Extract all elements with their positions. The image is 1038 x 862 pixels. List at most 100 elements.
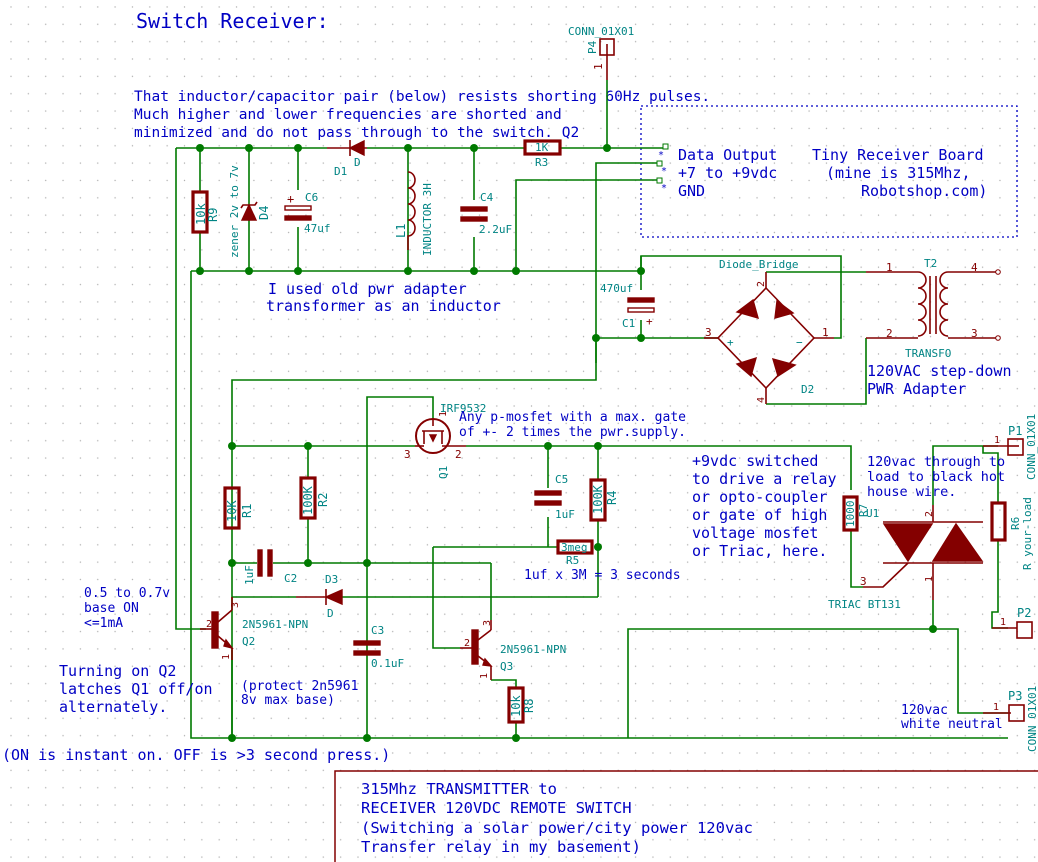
svg-text:T2: T2 [924,257,937,270]
mosfet-note: Any p-mosfet with a max. gate of +- 2 ti… [459,410,686,440]
svg-text:CONN_01X01: CONN_01X01 [1026,686,1038,752]
capacitor-c2[interactable]: 1uF C2 [243,549,297,585]
connector-p2[interactable]: 1 P2 [992,606,1033,639]
svg-text:3meg: 3meg [561,541,588,554]
resistor-r5[interactable]: 3meg R5 [556,539,594,567]
svg-text:*: * [661,166,667,177]
svg-text:alternately.: alternately. [59,698,167,716]
svg-text:CONN_01X01: CONN_01X01 [568,25,634,38]
svg-text:D: D [327,607,334,620]
svg-text:1K: 1K [535,141,549,154]
svg-text:C3: C3 [371,624,384,637]
svg-text:3: 3 [230,602,241,608]
svg-text:C1: C1 [622,317,635,330]
resistor-r2[interactable]: 100K R2 [299,476,330,520]
svg-text:D4: D4 [257,206,271,220]
svg-text:1: 1 [886,261,893,274]
svg-text:2: 2 [455,448,462,461]
svg-text:C6: C6 [305,191,318,204]
latch-note: Turning on Q2 latches Q1 off/on alternat… [59,662,213,716]
svg-text:zener 2v to 7v: zener 2v to 7v [228,165,241,258]
svg-text:or gate of high: or gate of high [692,506,827,524]
zener-d4[interactable]: zener 2v to 7v D4 [228,165,271,258]
capacitor-c6[interactable]: + C6 47uf [284,191,331,235]
transformer-t2[interactable]: 1 2 3 4 T2 TRANSFO [866,257,1001,360]
capacitor-c4[interactable]: C4 2.2uF [460,191,512,236]
svg-text:TRANSFO: TRANSFO [905,347,951,360]
svg-text:minimized and do not pass thr: minimized and do not pass through to the… [134,125,579,141]
svg-text:47uf: 47uf [304,222,331,235]
svg-text:transformer as an inductor: transformer as an inductor [266,297,501,315]
base-note: 0.5 to 0.7v base ON <=1mA [84,586,170,631]
diode-bridge-d2[interactable]: Diode_Bridge 1 2 3 4 + − D2 [704,258,834,404]
svg-text:1: 1 [438,411,449,417]
svg-text:<=1mA: <=1mA [84,616,123,631]
svg-text:+: + [727,336,734,349]
inductor-note: I used old pwr adapter transformer as an… [266,280,501,315]
svg-text:P1: P1 [1008,424,1022,438]
inductor-l1[interactable]: L1 INDUCTOR 3H [394,171,434,256]
switched-note: +9vdc switched to drive a relay or opto-… [692,452,837,560]
connector-p4[interactable]: CONN_01X01 P4 1 [568,25,634,80]
svg-text:or Triac, here.: or Triac, here. [692,542,827,560]
svg-text:(mine is 315Mhz,: (mine is 315Mhz, [826,164,971,182]
triac-u1[interactable]: 3 2 1 U1 TRIAC BT131 [828,505,984,611]
resistor-r3[interactable]: 1K R3 [523,139,562,169]
resistor-r6[interactable]: R6 R your-load [990,497,1034,570]
svg-text:Turning on Q2: Turning on Q2 [59,662,176,680]
resistor-r7[interactable]: 1000 R7 [842,495,870,532]
svg-text:D1: D1 [334,165,347,178]
svg-text:D: D [354,156,361,169]
svg-text:2: 2 [756,281,767,287]
svg-text:of +- 2 times the pwr.supply.: of +- 2 times the pwr.supply. [459,425,686,440]
capacitor-c1[interactable]: 470uf C1 + [600,282,655,330]
svg-text:IRF9532: IRF9532 [440,402,486,415]
svg-text:10k: 10k [509,695,523,717]
svg-text:+: + [646,315,653,328]
svg-text:315Mhz TRANSMITTER to: 315Mhz TRANSMITTER to [361,780,557,798]
svg-text:*: * [661,183,667,194]
capacitor-c5[interactable]: C5 1uF [534,473,575,521]
title-block: 315Mhz TRANSMITTER to RECEIVER 120VDC RE… [334,770,1038,862]
svg-text:3: 3 [971,327,978,340]
svg-text:2: 2 [886,327,893,340]
svg-text:Q3: Q3 [500,660,513,673]
svg-text:R your-load: R your-load [1021,497,1034,570]
mosfet-q1[interactable]: 3 2 1 IRF9532 Q1 [404,402,486,479]
resistor-r9[interactable]: 10k R9 [191,190,220,234]
connector-p1[interactable]: 1 P1 CONN_01X01 [983,414,1038,480]
resistor-r8[interactable]: 10k R8 [507,686,536,724]
svg-text:voltage mosfet: voltage mosfet [692,524,818,542]
svg-text:base ON: base ON [84,601,139,616]
svg-text:R7: R7 [857,504,870,517]
diode-d1[interactable]: D D1 [327,139,367,178]
svg-text:P3: P3 [1008,689,1022,703]
svg-text:*: * [658,150,664,161]
svg-text:I used old pwr adapter: I used old pwr adapter [268,280,467,298]
svg-text:1: 1 [221,654,232,660]
svg-text:10K: 10K [225,500,239,522]
svg-text:Q2: Q2 [242,635,255,648]
resistor-r1[interactable]: 10K R1 [223,486,254,530]
svg-text:−: − [796,336,803,349]
svg-text:100K: 100K [301,485,315,515]
connector-p3[interactable]: 1 P3 CONN_01X01 [983,686,1038,752]
svg-text:1: 1 [993,702,999,713]
svg-text:C5: C5 [555,473,568,486]
resistor-r4[interactable]: 100K R4 [589,478,619,522]
svg-text:CONN_01X01: CONN_01X01 [1025,414,1038,480]
svg-text:Diode_Bridge: Diode_Bridge [719,258,798,271]
svg-text:Tiny Receiver Board: Tiny Receiver Board [812,146,984,164]
svg-text:or opto-coupler: or opto-coupler [692,488,827,506]
svg-text:1: 1 [1000,617,1006,628]
svg-text:3: 3 [482,620,493,626]
capacitor-c3[interactable]: C3 0.1uF [353,624,404,670]
svg-text:L1: L1 [394,224,408,238]
diode-d3[interactable]: D3 D [296,573,343,620]
transistor-q3[interactable]: 2 3 1 2N5961-NPN Q3 [460,620,566,680]
svg-text:to drive a relay: to drive a relay [692,470,837,488]
transistor-q2[interactable]: 2 3 1 2N5961-NPN Q2 [200,597,308,660]
svg-text:(protect 2n5961: (protect 2n5961 [241,679,358,694]
svg-text:1000: 1000 [844,501,857,528]
svg-text:2: 2 [924,511,935,517]
